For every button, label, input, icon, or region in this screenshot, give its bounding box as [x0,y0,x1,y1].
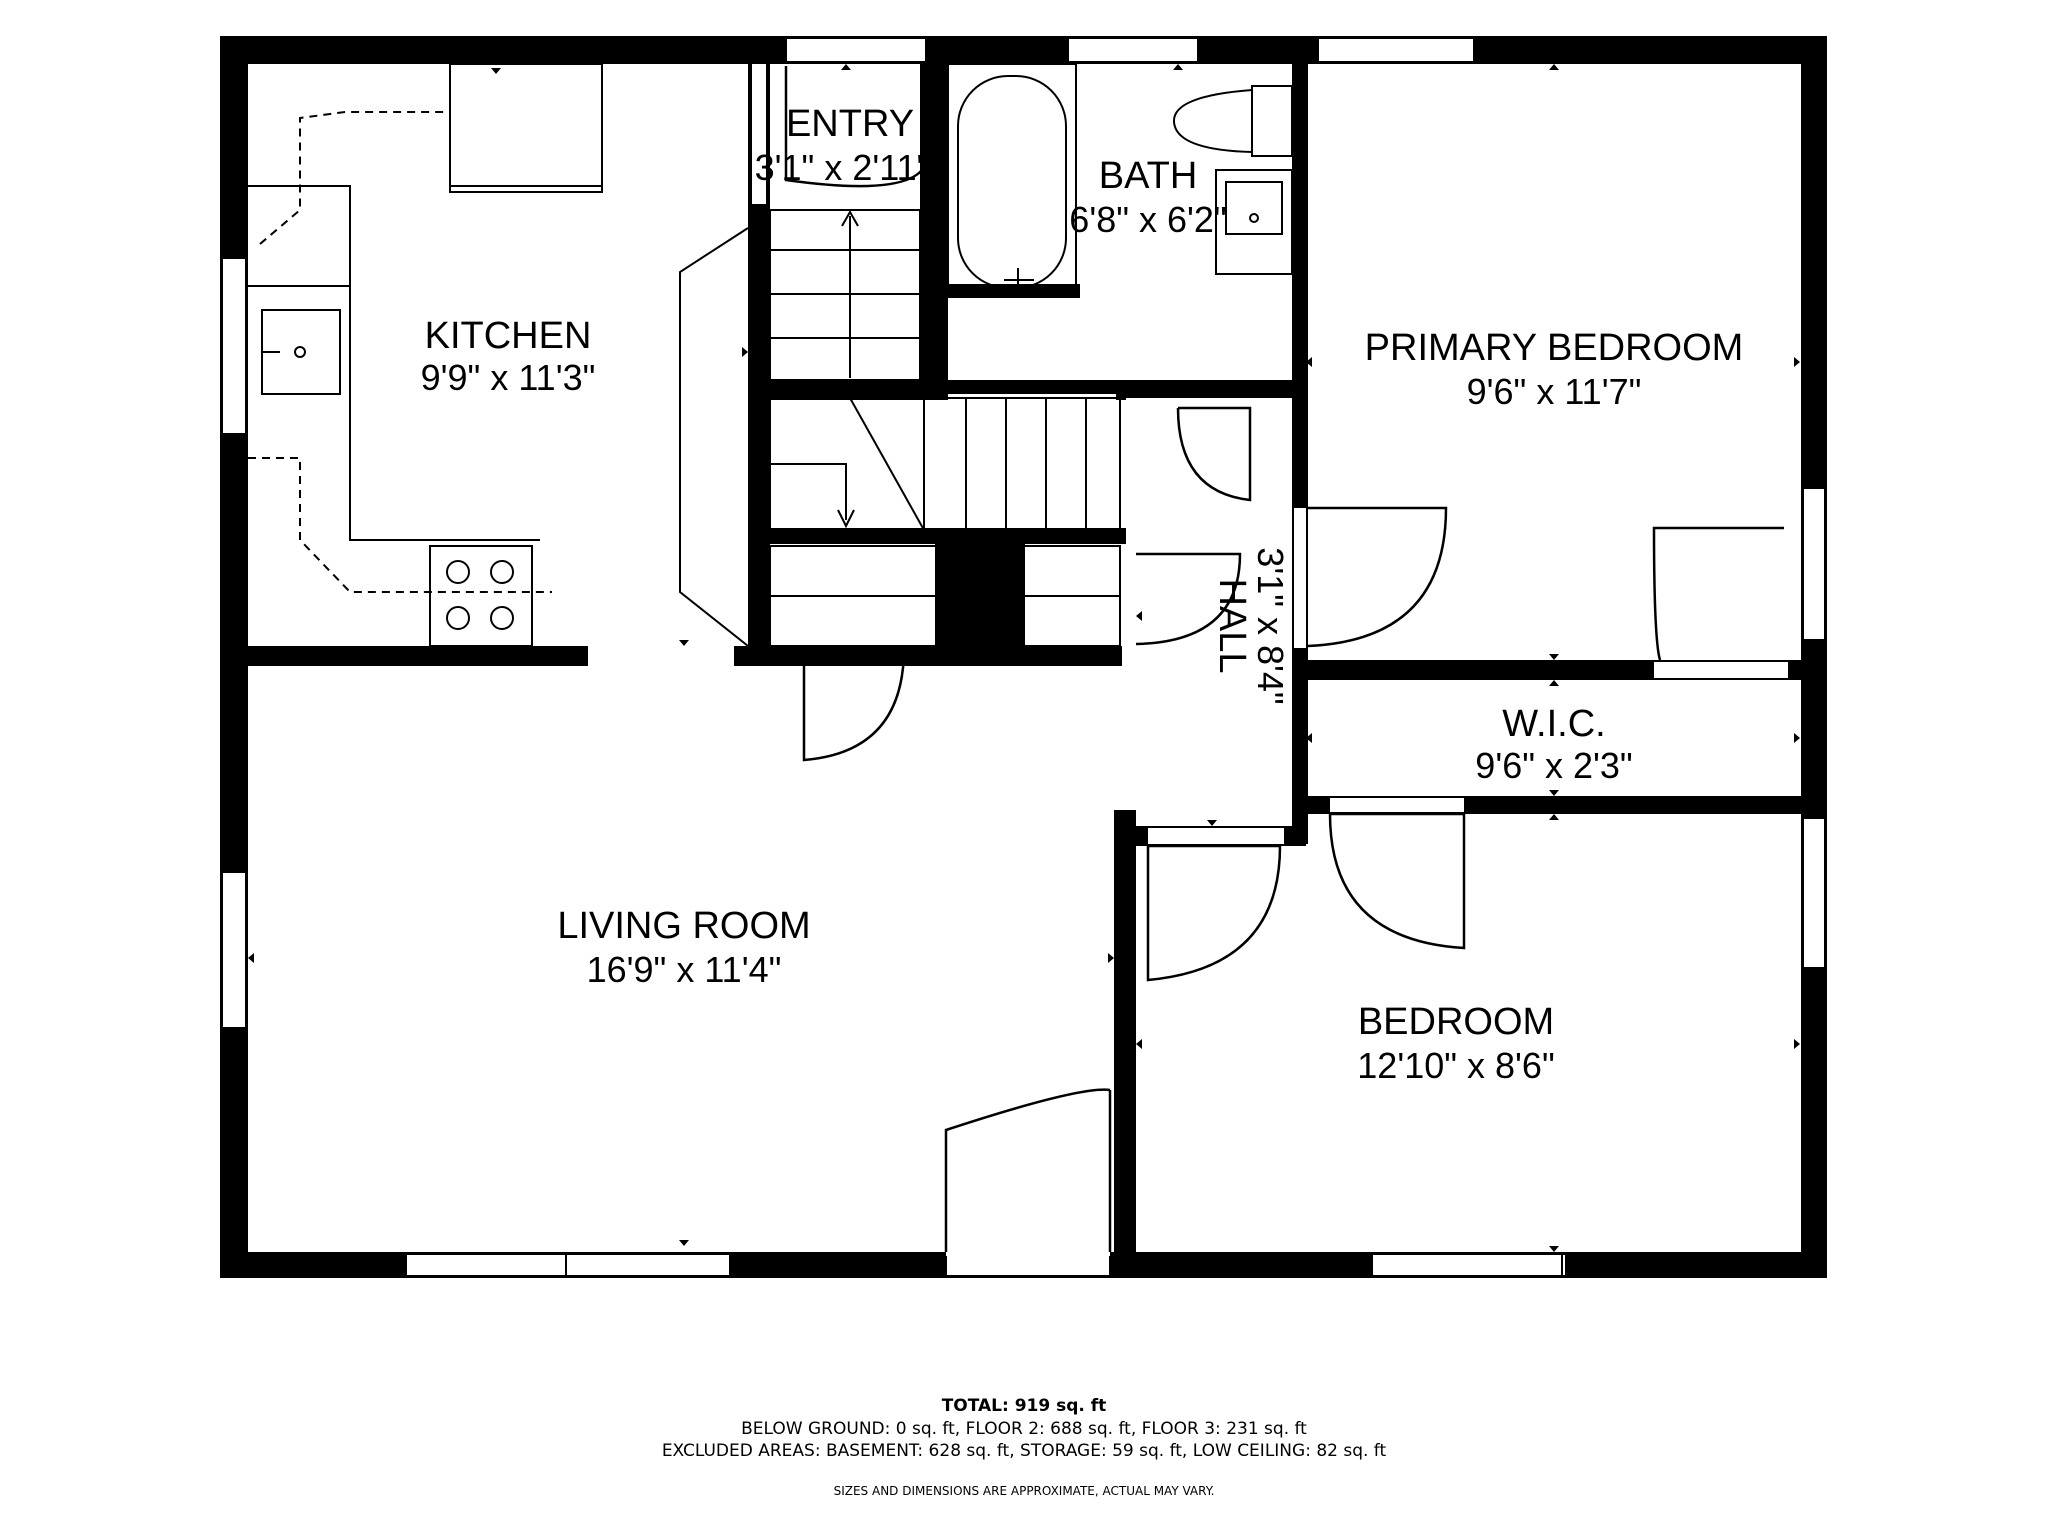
door-openings [588,64,1788,1256]
svg-text:9'9" x 11'3": 9'9" x 11'3" [421,357,596,398]
svg-text:BATH: BATH [1099,155,1198,197]
dimension-markers [248,64,1800,1252]
svg-text:12'10" x 8'6": 12'10" x 8'6" [1357,1045,1554,1086]
svg-text:3'1" x 8'4": 3'1" x 8'4" [1250,547,1291,704]
svg-text:KITCHEN: KITCHEN [425,315,592,357]
svg-text:6'8" x 6'2": 6'8" x 6'2" [1069,199,1226,240]
svg-text:LIVING ROOM: LIVING ROOM [557,905,810,947]
svg-text:3'1" x 2'11": 3'1" x 2'11" [755,147,930,188]
stairs [769,209,1121,647]
room-label-entry: ENTRY 3'1" x 2'11" [755,103,930,188]
svg-text:PRIMARY BEDROOM: PRIMARY BEDROOM [1365,327,1744,369]
total-area: TOTAL: 919 sq. ft [941,1396,1107,1416]
room-label-primary-bedroom: PRIMARY BEDROOM 9'6" x 11'7" [1365,327,1744,412]
interior-walls [248,64,1806,1270]
room-label-living-room: LIVING ROOM 16'9" x 11'4" [557,905,810,990]
svg-text:BEDROOM: BEDROOM [1358,1001,1554,1043]
svg-text:HALL: HALL [1211,578,1253,673]
bath-fixtures [947,63,1293,295]
room-label-hall: HALL 3'1" x 8'4" [1211,547,1291,704]
room-label-bedroom: BEDROOM 12'10" x 8'6" [1357,1001,1554,1086]
floor-areas: BELOW GROUND: 0 sq. ft, FLOOR 2: 688 sq.… [741,1419,1307,1439]
svg-text:ENTRY: ENTRY [786,103,914,145]
svg-text:16'9" x 11'4": 16'9" x 11'4" [587,949,782,990]
svg-text:9'6" x 11'7": 9'6" x 11'7" [1467,371,1642,412]
room-label-bath: BATH 6'8" x 6'2" [1069,155,1226,240]
disclaimer: SIZES AND DIMENSIONS ARE APPROXIMATE, AC… [833,1484,1215,1498]
door-swings [784,66,1784,1252]
svg-text:9'6" x 2'3": 9'6" x 2'3" [1475,745,1632,786]
svg-text:W.I.C.: W.I.C. [1502,703,1605,745]
room-label-wic: W.I.C. 9'6" x 2'3" [1475,703,1632,786]
excluded-areas: EXCLUDED AREAS: BASEMENT: 628 sq. ft, ST… [661,1441,1387,1461]
kitchen-fixtures [248,63,749,647]
room-label-kitchen: KITCHEN 9'9" x 11'3" [421,315,596,398]
windows [221,37,1826,1277]
